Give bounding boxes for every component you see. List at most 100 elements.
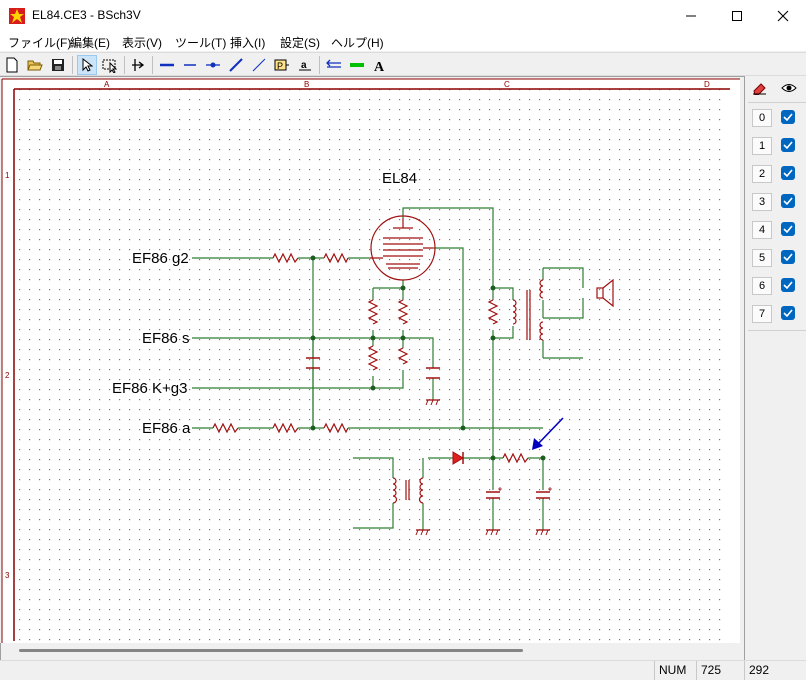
layer-2-visible-checkbox[interactable] (781, 166, 795, 180)
col-label-a: A (104, 80, 110, 89)
horizontal-scrollbar[interactable] (1, 643, 744, 660)
net-label-a: EF86 a (142, 420, 191, 437)
eraser-icon[interactable] (752, 81, 768, 95)
bus-tool-button[interactable] (180, 55, 200, 75)
junction-tool-button[interactable] (203, 55, 223, 75)
power-transformer (392, 477, 424, 504)
save-button[interactable] (48, 55, 68, 75)
window-title: EL84.CE3 - BSch3V (32, 8, 141, 22)
junction-icon (206, 62, 220, 68)
resistor-r10 (487, 299, 499, 325)
layer-4-visible-checkbox[interactable] (781, 222, 795, 236)
title-bar: EL84.CE3 - BSch3V (0, 0, 806, 31)
menu-edit[interactable]: 編集(E) (70, 36, 110, 50)
area-select-button[interactable] (100, 55, 120, 75)
cap-plus-marks (498, 487, 552, 491)
layer-2-button[interactable]: 2 (752, 165, 772, 183)
resistor-r9 (397, 347, 409, 365)
layer-5-visible-checkbox[interactable] (781, 250, 795, 264)
col-label-c: C (504, 80, 510, 89)
svg-text:A: A (374, 60, 385, 72)
tag-tool-button[interactable] (324, 55, 344, 75)
layer-7-visible-checkbox[interactable] (781, 306, 795, 320)
maximize-icon (732, 10, 742, 21)
folder-open-icon (27, 60, 43, 71)
drag-select-icon (102, 59, 118, 73)
status-bar: NUM 725 292 (0, 660, 806, 680)
label-tool-button[interactable]: a (295, 55, 315, 75)
menu-tools[interactable]: ツール(T) (175, 36, 227, 50)
layer-4-button[interactable]: 4 (752, 221, 772, 239)
line-tool-button[interactable] (249, 55, 269, 75)
pin-icon (132, 59, 145, 71)
resistor-r2 (272, 422, 299, 434)
thin-line-icon (252, 58, 266, 72)
label-icon: a (299, 60, 311, 71)
resistor-r6 (367, 299, 379, 325)
resistor-r5 (323, 252, 349, 264)
layer-panel: 0 1 2 3 4 5 6 7 (748, 76, 806, 660)
menu-insert[interactable]: 挿入(I) (230, 36, 266, 50)
close-button[interactable] (760, 0, 806, 31)
menu-file[interactable]: ファイル(F) (8, 36, 72, 50)
svg-text:P: P (277, 61, 283, 71)
resistor-r8 (397, 299, 409, 325)
checkmark-icon (783, 169, 793, 177)
layer-6-visible-checkbox[interactable] (781, 278, 795, 292)
resistors (212, 252, 529, 464)
scrollbar-thumb[interactable] (19, 649, 523, 652)
junctions (310, 255, 546, 461)
layer-0-visible-checkbox[interactable] (781, 110, 795, 124)
part-tool-button[interactable]: P (272, 55, 292, 75)
floppy-icon (52, 59, 64, 71)
layer-1-button[interactable]: 1 (752, 137, 772, 155)
wire-tool-button[interactable] (157, 55, 177, 75)
checkmark-icon (783, 197, 793, 205)
app-icon (9, 8, 25, 24)
layer-3-visible-checkbox[interactable] (781, 194, 795, 208)
open-button[interactable] (25, 55, 45, 75)
menu-settings[interactable]: 設定(S) (280, 36, 320, 50)
layer-5-button[interactable]: 5 (752, 249, 772, 267)
tube-label: EL84 (382, 170, 417, 187)
wiper-arrow-icon (532, 417, 564, 450)
checkmark-icon (783, 281, 793, 289)
svg-text:a: a (301, 60, 307, 71)
minimize-button[interactable] (668, 0, 714, 31)
schematic-canvas[interactable]: A B C D 1 2 3 EF86 g2 EF86 s EF86 K+g3 E… (0, 77, 743, 643)
menu-help[interactable]: ヘルプ(H) (331, 36, 384, 50)
tube-el84 (370, 215, 436, 281)
text-tool-button[interactable]: A (370, 55, 390, 75)
menu-bar: ファイル(F) 編集(E) 表示(V) ツール(T) 挿入(I) 設定(S) ヘ… (0, 31, 806, 51)
new-file-icon (6, 57, 18, 73)
select-tool-button[interactable] (77, 55, 97, 75)
status-numlock: NUM (654, 661, 692, 680)
new-button[interactable] (2, 55, 22, 75)
net-label-k: EF86 K+g3 (112, 380, 187, 397)
capacitors (306, 357, 550, 499)
net-label-g2: EF86 g2 (132, 250, 189, 267)
pointer-icon (82, 58, 93, 72)
layer-6-button[interactable]: 6 (752, 277, 772, 295)
wires (192, 207, 584, 530)
net-label-s: EF86 s (142, 330, 190, 347)
close-icon (777, 10, 789, 21)
layer-7-button[interactable]: 7 (752, 305, 772, 323)
maximize-button[interactable] (714, 0, 760, 31)
green-bar-icon (350, 63, 364, 67)
pin-tool-button[interactable] (128, 55, 148, 75)
resistor-vr (502, 452, 529, 464)
speaker-icon (596, 278, 614, 308)
layer-1-visible-checkbox[interactable] (781, 138, 795, 152)
resistor-r4 (272, 252, 299, 264)
layer-3-button[interactable]: 3 (752, 193, 772, 211)
part-icon: P (274, 59, 289, 71)
checkmark-icon (783, 309, 793, 317)
entry-tool-button[interactable] (226, 55, 246, 75)
color-tool-button[interactable] (347, 55, 367, 75)
tag-arrow-icon (326, 59, 341, 68)
menu-view[interactable]: 表示(V) (122, 36, 162, 50)
minimize-icon (686, 15, 696, 16)
layer-0-button[interactable]: 0 (752, 109, 772, 127)
